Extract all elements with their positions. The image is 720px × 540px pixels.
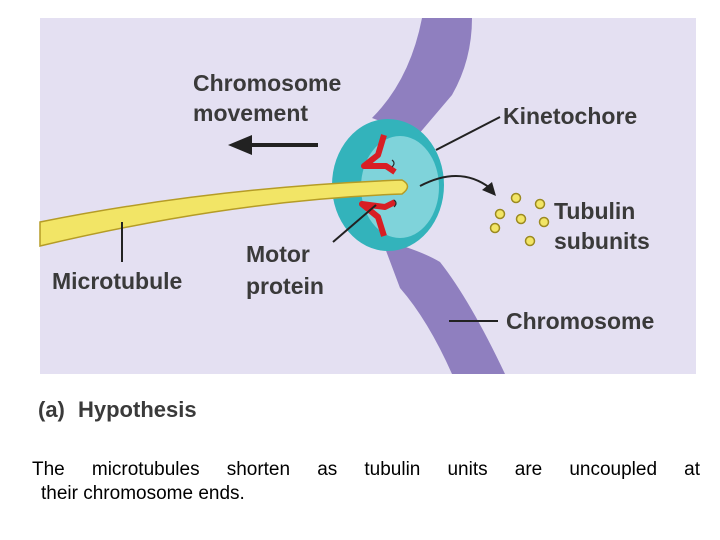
motor-hooks [391,159,397,208]
tubulin-subunit [494,208,506,220]
chromosome-movement-label-line2: movement [193,100,308,126]
figure-caption: The microtubules shorten as tubulin unit… [32,458,700,506]
panel-letter: (a) [38,397,65,422]
tubulin-subunits [489,192,550,247]
microtubule [39,179,409,247]
tubulin-subunit [510,192,522,204]
motor-leader [332,204,377,243]
motor-protein-label-line2: protein [246,273,324,299]
caption-line-2: their chromosome ends. [41,483,245,504]
motor-protein-lower [359,199,397,237]
chromosome-label: Chromosome [506,308,654,334]
tubulin-release-arrow [419,175,491,189]
chromosome-lower-arm [382,240,505,374]
caption-line-1: The microtubules shorten as tubulin unit… [32,459,700,480]
tubulin-label-line1: Tubulin [554,198,635,224]
movement-arrow-head [228,135,252,155]
tubulin-subunit [489,222,501,234]
tubulin-subunit [515,213,527,225]
chromosome-movement-label-line1: Chromosome [193,70,341,96]
motor-protein-upper [361,134,397,175]
tubulin-release-arrowhead [482,182,496,196]
kinetochore-leader [435,116,501,151]
tubulin-subunit [524,235,536,247]
chromosome-upper-arm [372,18,472,135]
panel-title: Hypothesis [78,397,197,422]
kinetochore-label: Kinetochore [503,103,637,129]
tubulin-subunit [534,198,546,210]
tubulin-label-line2: subunits [554,228,650,254]
motor-protein-label-line1: Motor [246,241,310,267]
tubulin-subunit [538,216,550,228]
microtubule-label: Microtubule [52,268,182,294]
